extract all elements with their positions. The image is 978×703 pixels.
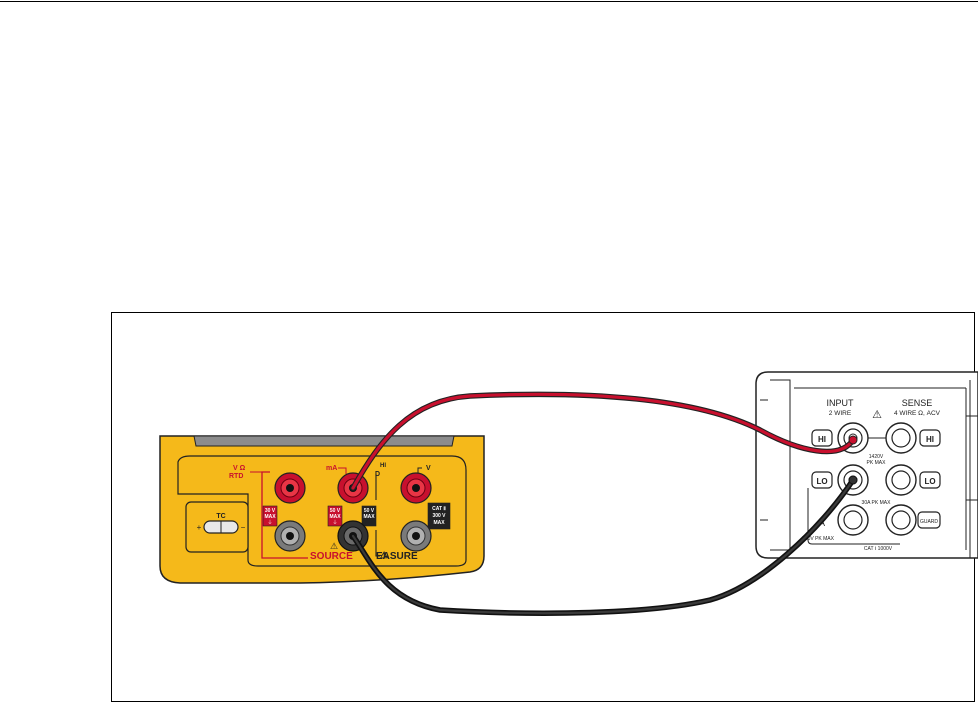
cat-rating: CAT Ⅱ xyxy=(432,505,446,512)
amp-pk-label: 30A PK MAX xyxy=(862,500,892,506)
com-max-volt: 50 V xyxy=(364,508,375,514)
input-warning-icon: ⚠ xyxy=(872,409,882,421)
tc-connector[interactable]: TC + − xyxy=(185,501,249,553)
four-wire-label: 4 WIRE Ω, ACV xyxy=(894,410,941,417)
svg-text:⏚: ⏚ xyxy=(332,519,337,526)
svg-text:⏚: ⏚ xyxy=(267,519,272,526)
source-max-volt: 30 V xyxy=(265,508,276,514)
input-label: INPUT xyxy=(827,398,855,408)
measure-v-label: V xyxy=(426,465,431,472)
rtd-label: RTD xyxy=(229,473,243,480)
top-rule xyxy=(0,1,978,2)
source-max-label: MAX xyxy=(264,514,276,520)
tc-plus-label: + xyxy=(197,523,202,532)
measure-hi-label: HI xyxy=(380,463,386,469)
source-warning-icon: ⚠ xyxy=(330,541,338,551)
guard-label: GUARD xyxy=(920,519,938,525)
sense-hi-jack[interactable] xyxy=(885,422,917,454)
ma-label: mA xyxy=(326,465,337,472)
pk-max-label: PK MAX xyxy=(867,460,887,466)
sense-hi-label: HI xyxy=(926,435,934,444)
guard-jack[interactable] xyxy=(885,504,917,536)
sense-lo-label: LO xyxy=(924,477,935,486)
tc-label: TC xyxy=(216,513,225,520)
measure-warning-icon: ⚠ xyxy=(380,550,388,560)
calibrator: TC + − V Ω RTD 30 V MAX ⏚ SOURCE ⚠ mA xyxy=(159,435,485,584)
cat-label: CAT Ⅰ 1000V xyxy=(864,546,893,552)
multimeter: INPUT 2 WIRE ⚠ SENSE 4 WIRE Ω, ACV HI HI… xyxy=(755,371,978,559)
test-leads xyxy=(350,391,858,616)
source-red-jack[interactable] xyxy=(274,472,306,504)
measure-v-jack[interactable] xyxy=(400,472,432,504)
cat-max: MAX xyxy=(433,520,445,526)
cat-volt: 300 V xyxy=(432,513,446,519)
ma-max-volt: 50 V xyxy=(330,508,341,514)
tc-minus-label: − xyxy=(241,523,246,532)
sense-lo-jack[interactable] xyxy=(885,464,917,496)
input-hi-label: HI xyxy=(818,435,826,444)
pk-volt-label: 1420V xyxy=(869,454,884,460)
amp-jack[interactable] xyxy=(837,504,869,536)
two-wire-label: 2 WIRE xyxy=(829,410,852,417)
ma-max-label: MAX xyxy=(329,514,341,520)
sense-label: SENSE xyxy=(902,398,933,408)
source-label: SOURCE xyxy=(310,551,353,562)
com-max-label: MAX xyxy=(363,514,375,520)
input-lo-label: LO xyxy=(816,477,827,486)
v-ohm-label: V Ω xyxy=(233,465,246,472)
measure-d-label: D xyxy=(375,471,380,478)
volt-pk-label: 500V PK MAX xyxy=(802,536,835,542)
measure-v-com-jack[interactable] xyxy=(400,520,432,552)
source-black-jack[interactable] xyxy=(274,520,306,552)
measure-label: EASURE xyxy=(376,551,418,562)
